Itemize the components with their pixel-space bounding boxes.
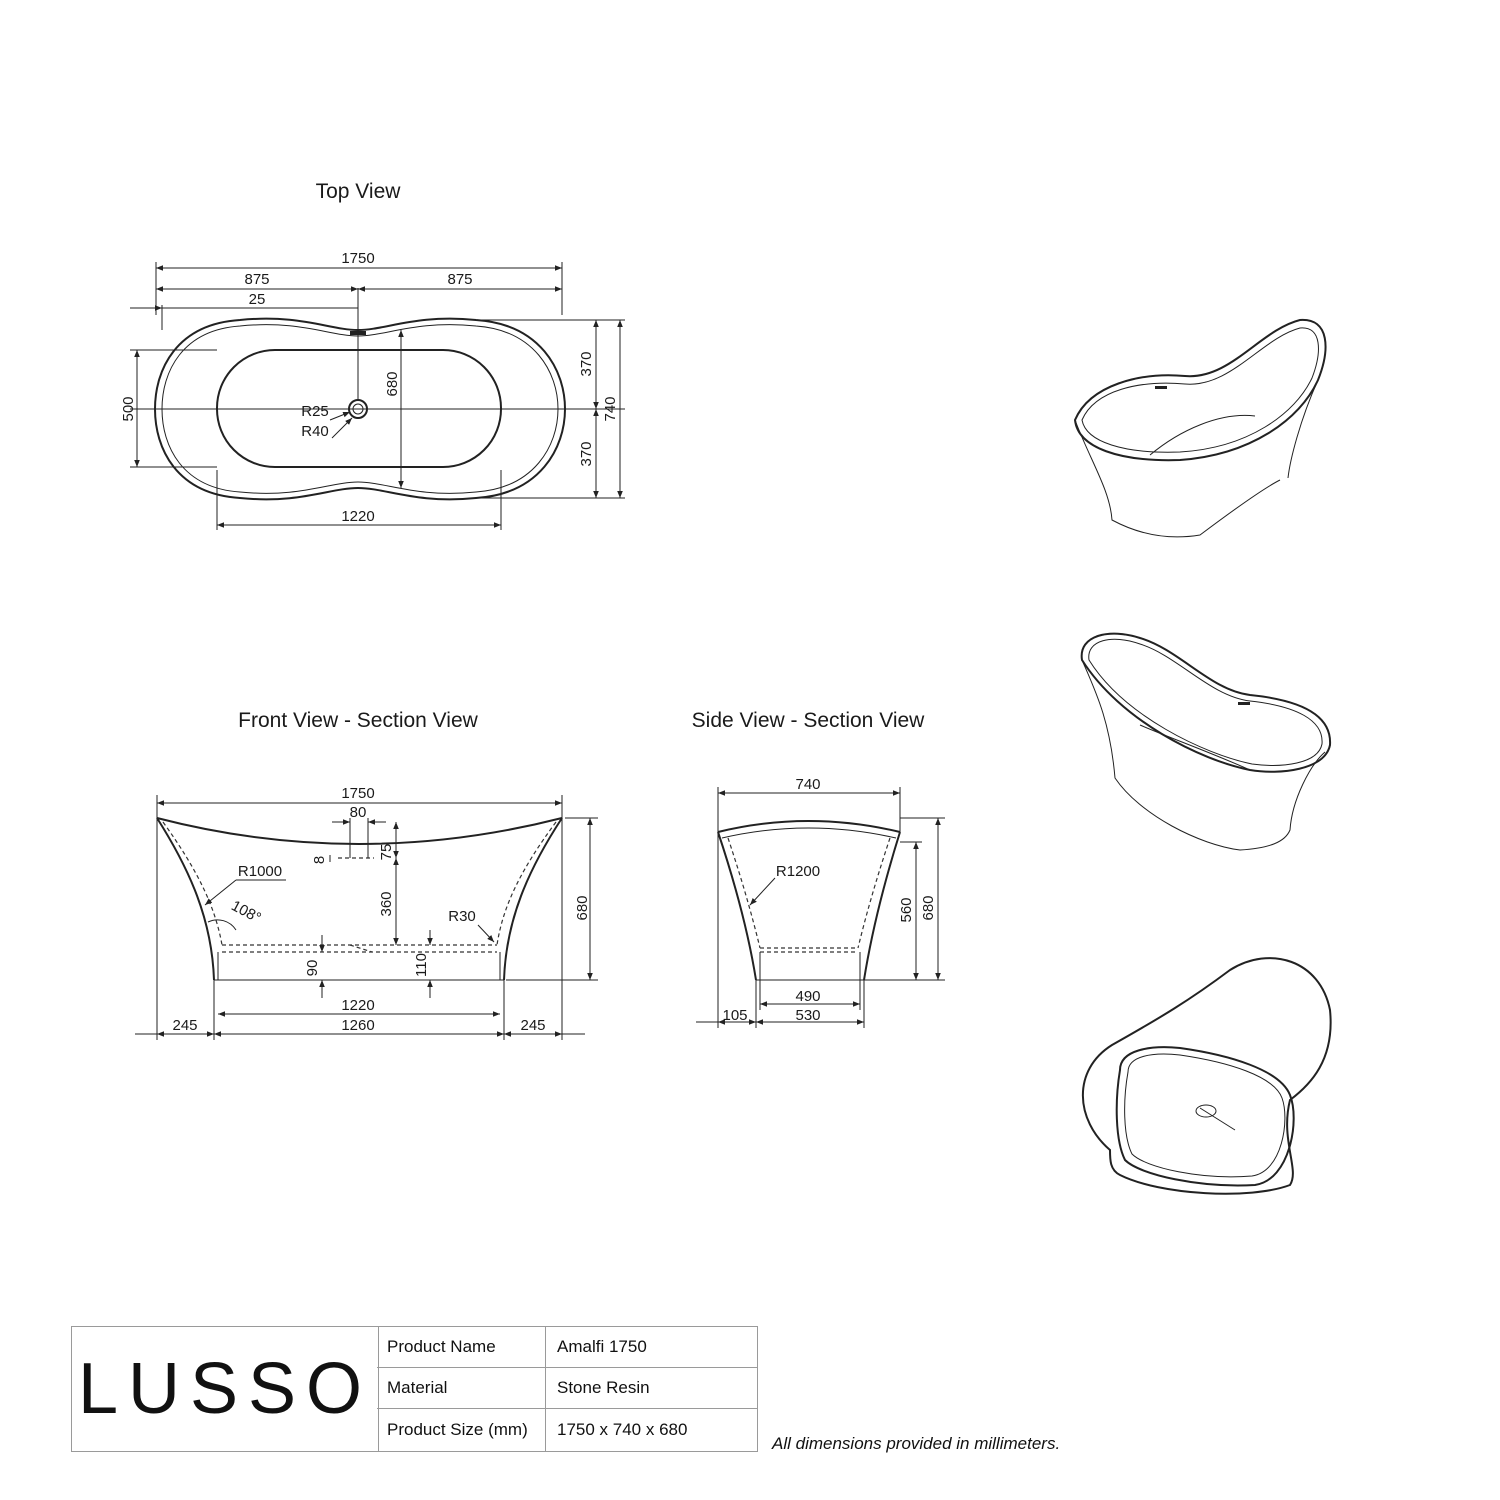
perspective-view-2 — [1080, 632, 1332, 851]
dim-side-inner-height: 560 — [898, 897, 915, 922]
dim-top-overall-width: 740 — [602, 396, 619, 421]
dim-side-overall: 740 — [795, 776, 820, 793]
front-view-drawing — [135, 795, 598, 1040]
dim-top-half-h-top: 370 — [578, 351, 595, 376]
dim-front-plinth-b: 110 — [413, 953, 430, 977]
dim-front-depth: 360 — [378, 891, 395, 916]
dim-front-plinth: 90 — [304, 960, 321, 977]
dim-front-angle: 108° — [228, 897, 263, 927]
front-view-title: Front View - Section View — [238, 709, 478, 732]
top-view-title: Top View — [316, 180, 402, 203]
dim-front-overflow: 80 — [350, 804, 367, 821]
dim-top-overall: 1750 — [341, 250, 374, 267]
dim-front-corner: R30 — [448, 908, 476, 925]
top-view-drawing — [130, 262, 625, 530]
side-view-drawing — [696, 787, 945, 1028]
dim-top-r-large: R40 — [301, 423, 329, 440]
spec-key: Product Size (mm) — [387, 1420, 528, 1439]
dim-front-overhang-left: 245 — [172, 1017, 197, 1034]
spec-key: Material — [387, 1378, 448, 1397]
dim-top-basin-length: 1220 — [341, 508, 374, 525]
dim-top-half-h-bottom: 370 — [578, 441, 595, 466]
spec-value: Amalfi 1750 — [557, 1337, 647, 1356]
dim-front-radius: R1000 — [238, 863, 282, 880]
brand-logo-text: LUSSO — [77, 1349, 373, 1429]
spec-value: Stone Resin — [557, 1378, 650, 1397]
dim-front-overhang-right: 245 — [520, 1017, 545, 1034]
dim-side-overhang: 105 — [722, 1007, 747, 1024]
dim-side-basin: 490 — [795, 988, 820, 1005]
dim-top-half-left: 875 — [244, 271, 269, 288]
dimensions-footnote: All dimensions provided in millimeters. — [772, 1434, 1061, 1453]
dim-front-overall: 1750 — [341, 785, 374, 802]
spec-row-product-name: Product Name Amalfi 1750 — [377, 1326, 758, 1368]
dim-side-height: 680 — [920, 895, 937, 920]
dim-top-half-right: 875 — [447, 271, 472, 288]
perspective-view-3 — [1081, 957, 1332, 1195]
spec-table: LUSSO Product Name Amalfi 1750 Material … — [71, 1326, 759, 1452]
spec-key: Product Name — [387, 1337, 496, 1356]
spec-row-material: Material Stone Resin — [377, 1368, 758, 1409]
dim-front-height: 680 — [574, 895, 591, 920]
spec-row-product-size: Product Size (mm) 1750 x 740 x 680 — [377, 1409, 758, 1452]
dim-side-base: 530 — [795, 1007, 820, 1024]
dim-front-base: 1260 — [341, 1017, 374, 1034]
dim-top-waste-offset: 25 — [249, 291, 266, 308]
dim-side-radius: R1200 — [776, 863, 820, 880]
spec-value: 1750 x 740 x 680 — [557, 1420, 688, 1439]
dim-front-basin: 1220 — [341, 997, 374, 1014]
dim-front-rim-drop: 75 — [378, 844, 395, 861]
perspective-view-1 — [1073, 318, 1327, 538]
side-view-title: Side View - Section View — [692, 709, 926, 732]
top-outer-outline-inner — [161, 324, 559, 494]
dim-top-inner-width: 500 — [120, 396, 137, 421]
brand-logo: LUSSO — [71, 1326, 379, 1452]
dim-top-inner-height: 680 — [384, 371, 401, 396]
dim-top-r-small: R25 — [301, 403, 329, 420]
dim-front-thickness: 8 — [311, 856, 328, 864]
